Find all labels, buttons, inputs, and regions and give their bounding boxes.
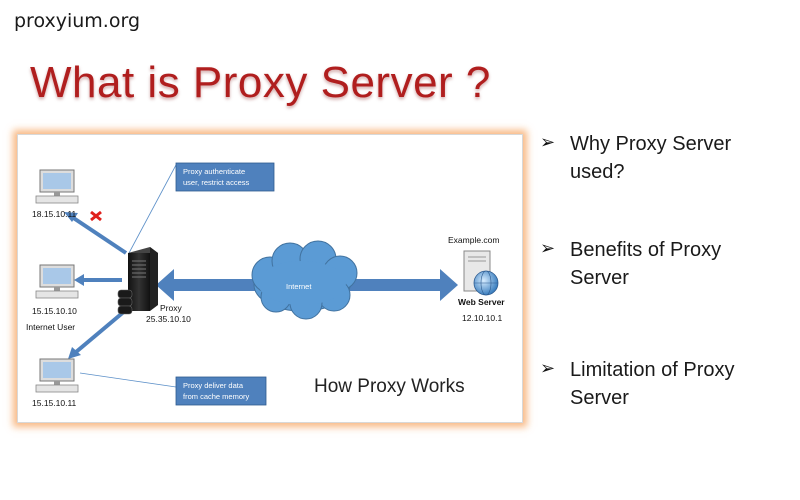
- arrow-proxy-to-client1: [64, 212, 128, 255]
- arrowhead-bullet-icon: ➢: [540, 358, 556, 379]
- slide-title: What is Proxy Server ?: [30, 58, 491, 107]
- proxy-server-icon: [117, 247, 158, 315]
- web-server-ip: 12.10.10.1: [462, 313, 502, 323]
- diagram-caption: How Proxy Works: [314, 376, 465, 397]
- note-top-line-2: user, restrict access: [183, 178, 250, 187]
- arrow-proxy-to-client3: [68, 308, 128, 359]
- note-bottom-line-1: Proxy deliver data: [183, 381, 244, 390]
- client-3-ip: 15.15.10.11: [32, 398, 77, 408]
- note-bottom-pointer: [79, 372, 177, 388]
- proxy-label: Proxy: [160, 303, 182, 313]
- client-computer-icon: [35, 264, 79, 299]
- note-top-pointer: [128, 164, 177, 254]
- client-1-ip: 18.15.10.11: [32, 209, 77, 219]
- note-top-line-1: Proxy authenticate: [183, 167, 245, 176]
- proxy-diagram: Internet Proxy 25.35.10.10 18.15.10.11: [26, 162, 505, 408]
- web-server-icon: [463, 250, 499, 296]
- arrow-proxy-to-client2: [74, 274, 122, 286]
- site-name: proxyium.org: [14, 10, 141, 32]
- client-2-ip: 15.15.10.10: [32, 306, 77, 316]
- bullet-text: Benefits of Proxy Server: [570, 239, 722, 289]
- proxy-ip: 25.35.10.10: [146, 314, 191, 324]
- bullet-text: Limitation of Proxy Server: [570, 359, 735, 409]
- internet-user-label: Internet User: [26, 322, 75, 332]
- arrowhead-bullet-icon: ➢: [540, 238, 556, 259]
- diagram-frame: Internet Proxy 25.35.10.10 18.15.10.11: [17, 134, 523, 423]
- note-bottom: Proxy deliver data from cache memory: [175, 376, 267, 406]
- note-bottom-line-2: from cache memory: [183, 392, 250, 401]
- client-computer-icon: [35, 358, 79, 393]
- arrowhead-bullet-icon: ➢: [540, 132, 556, 153]
- client-computer-icon: [35, 169, 79, 204]
- cloud-label: Internet: [286, 282, 312, 291]
- web-server-label: Web Server: [458, 297, 505, 307]
- blocked-x-icon: [90, 210, 102, 222]
- bullet-text: Why Proxy Server used?: [570, 133, 732, 183]
- note-top: Proxy authenticate user, restrict access: [175, 162, 275, 192]
- domain-label: Example.com: [448, 235, 500, 245]
